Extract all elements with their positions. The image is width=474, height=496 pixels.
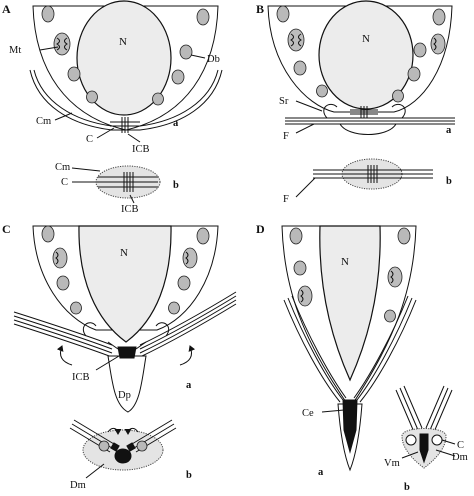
flagellum-icon	[13, 291, 237, 358]
label-icb-c: ICB	[72, 372, 90, 383]
label-dp: Dp	[118, 390, 131, 401]
arrow-icon	[179, 345, 196, 366]
label-f: F	[283, 131, 289, 142]
nucleus-a	[76, 0, 172, 116]
panel-letter-c: C	[2, 222, 11, 236]
label-db: Db	[207, 54, 220, 65]
label-f-b: F	[283, 194, 289, 205]
panel-letter-b: B	[256, 2, 264, 16]
label-ce: Ce	[302, 408, 314, 419]
icb-block-c	[117, 346, 137, 359]
mitochondrion-icon	[297, 266, 403, 307]
membrane-a-left	[29, 69, 113, 131]
sublabel-a-b: b	[173, 180, 179, 191]
intercellular-bridge-a	[110, 117, 140, 133]
cross-section-d-b	[395, 385, 453, 469]
label-vm: Vm	[384, 458, 400, 469]
cross-section-c-b	[69, 419, 177, 471]
ridge-right-b	[391, 103, 406, 119]
label-cm: Cm	[36, 116, 51, 127]
panel-letter-d: D	[256, 222, 265, 236]
label-c-d: C	[457, 440, 464, 451]
mitochondrion-icon	[287, 28, 446, 55]
nucleus-d	[319, 225, 381, 382]
label-mt: Mt	[9, 45, 21, 56]
label-icb-b: ICB	[121, 204, 139, 215]
intercellular-bridge-b	[350, 106, 378, 118]
nucleus-b	[318, 0, 414, 110]
panel-letter-a: A	[2, 2, 11, 16]
label-icb: ICB	[132, 144, 150, 155]
panel-b: B N	[256, 0, 455, 205]
dense-body-icon	[289, 227, 411, 323]
nucleus-label-a: N	[119, 36, 127, 48]
label-dm-c: Dm	[70, 480, 86, 491]
nucleus-label-b: N	[362, 33, 370, 45]
daughter-protrusion-c	[107, 355, 147, 413]
mitochondrion-icon	[53, 32, 71, 56]
label-sr: Sr	[279, 96, 289, 107]
label-dm-d: Dm	[452, 452, 468, 463]
sublabel-c-b: b	[186, 470, 192, 481]
flagellum-icon	[283, 295, 417, 403]
label-c-b: C	[61, 177, 68, 188]
sublabel-d-b: b	[404, 482, 410, 493]
ridge-left-b	[323, 103, 338, 119]
label-cm-b: Cm	[55, 162, 70, 173]
membrane-a-right	[139, 69, 223, 131]
nucleus-label-c: N	[120, 247, 128, 259]
cross-section-a-b	[95, 165, 161, 199]
nucleus-label-d: N	[341, 256, 349, 268]
sublabel-b-a: a	[446, 125, 452, 136]
centrin-block-d	[342, 399, 358, 454]
sublabel-b-b: b	[446, 176, 452, 187]
sublabel-c-a: a	[186, 380, 192, 391]
dense-body-icon	[41, 225, 210, 315]
sublabel-a-a: a	[173, 118, 179, 129]
panel-d: D N Ce a	[256, 222, 468, 493]
panel-c: C N	[2, 222, 237, 491]
mitochondrion-icon	[52, 247, 198, 269]
dense-body-icon	[276, 5, 446, 103]
label-c: C	[86, 134, 93, 145]
nucleus-c	[78, 225, 172, 343]
arrow-icon	[56, 345, 73, 366]
cross-section-b-b	[313, 158, 433, 190]
dense-body-icon	[41, 5, 210, 106]
sublabel-d-a: a	[318, 467, 324, 478]
panel-a: A N	[2, 0, 223, 215]
